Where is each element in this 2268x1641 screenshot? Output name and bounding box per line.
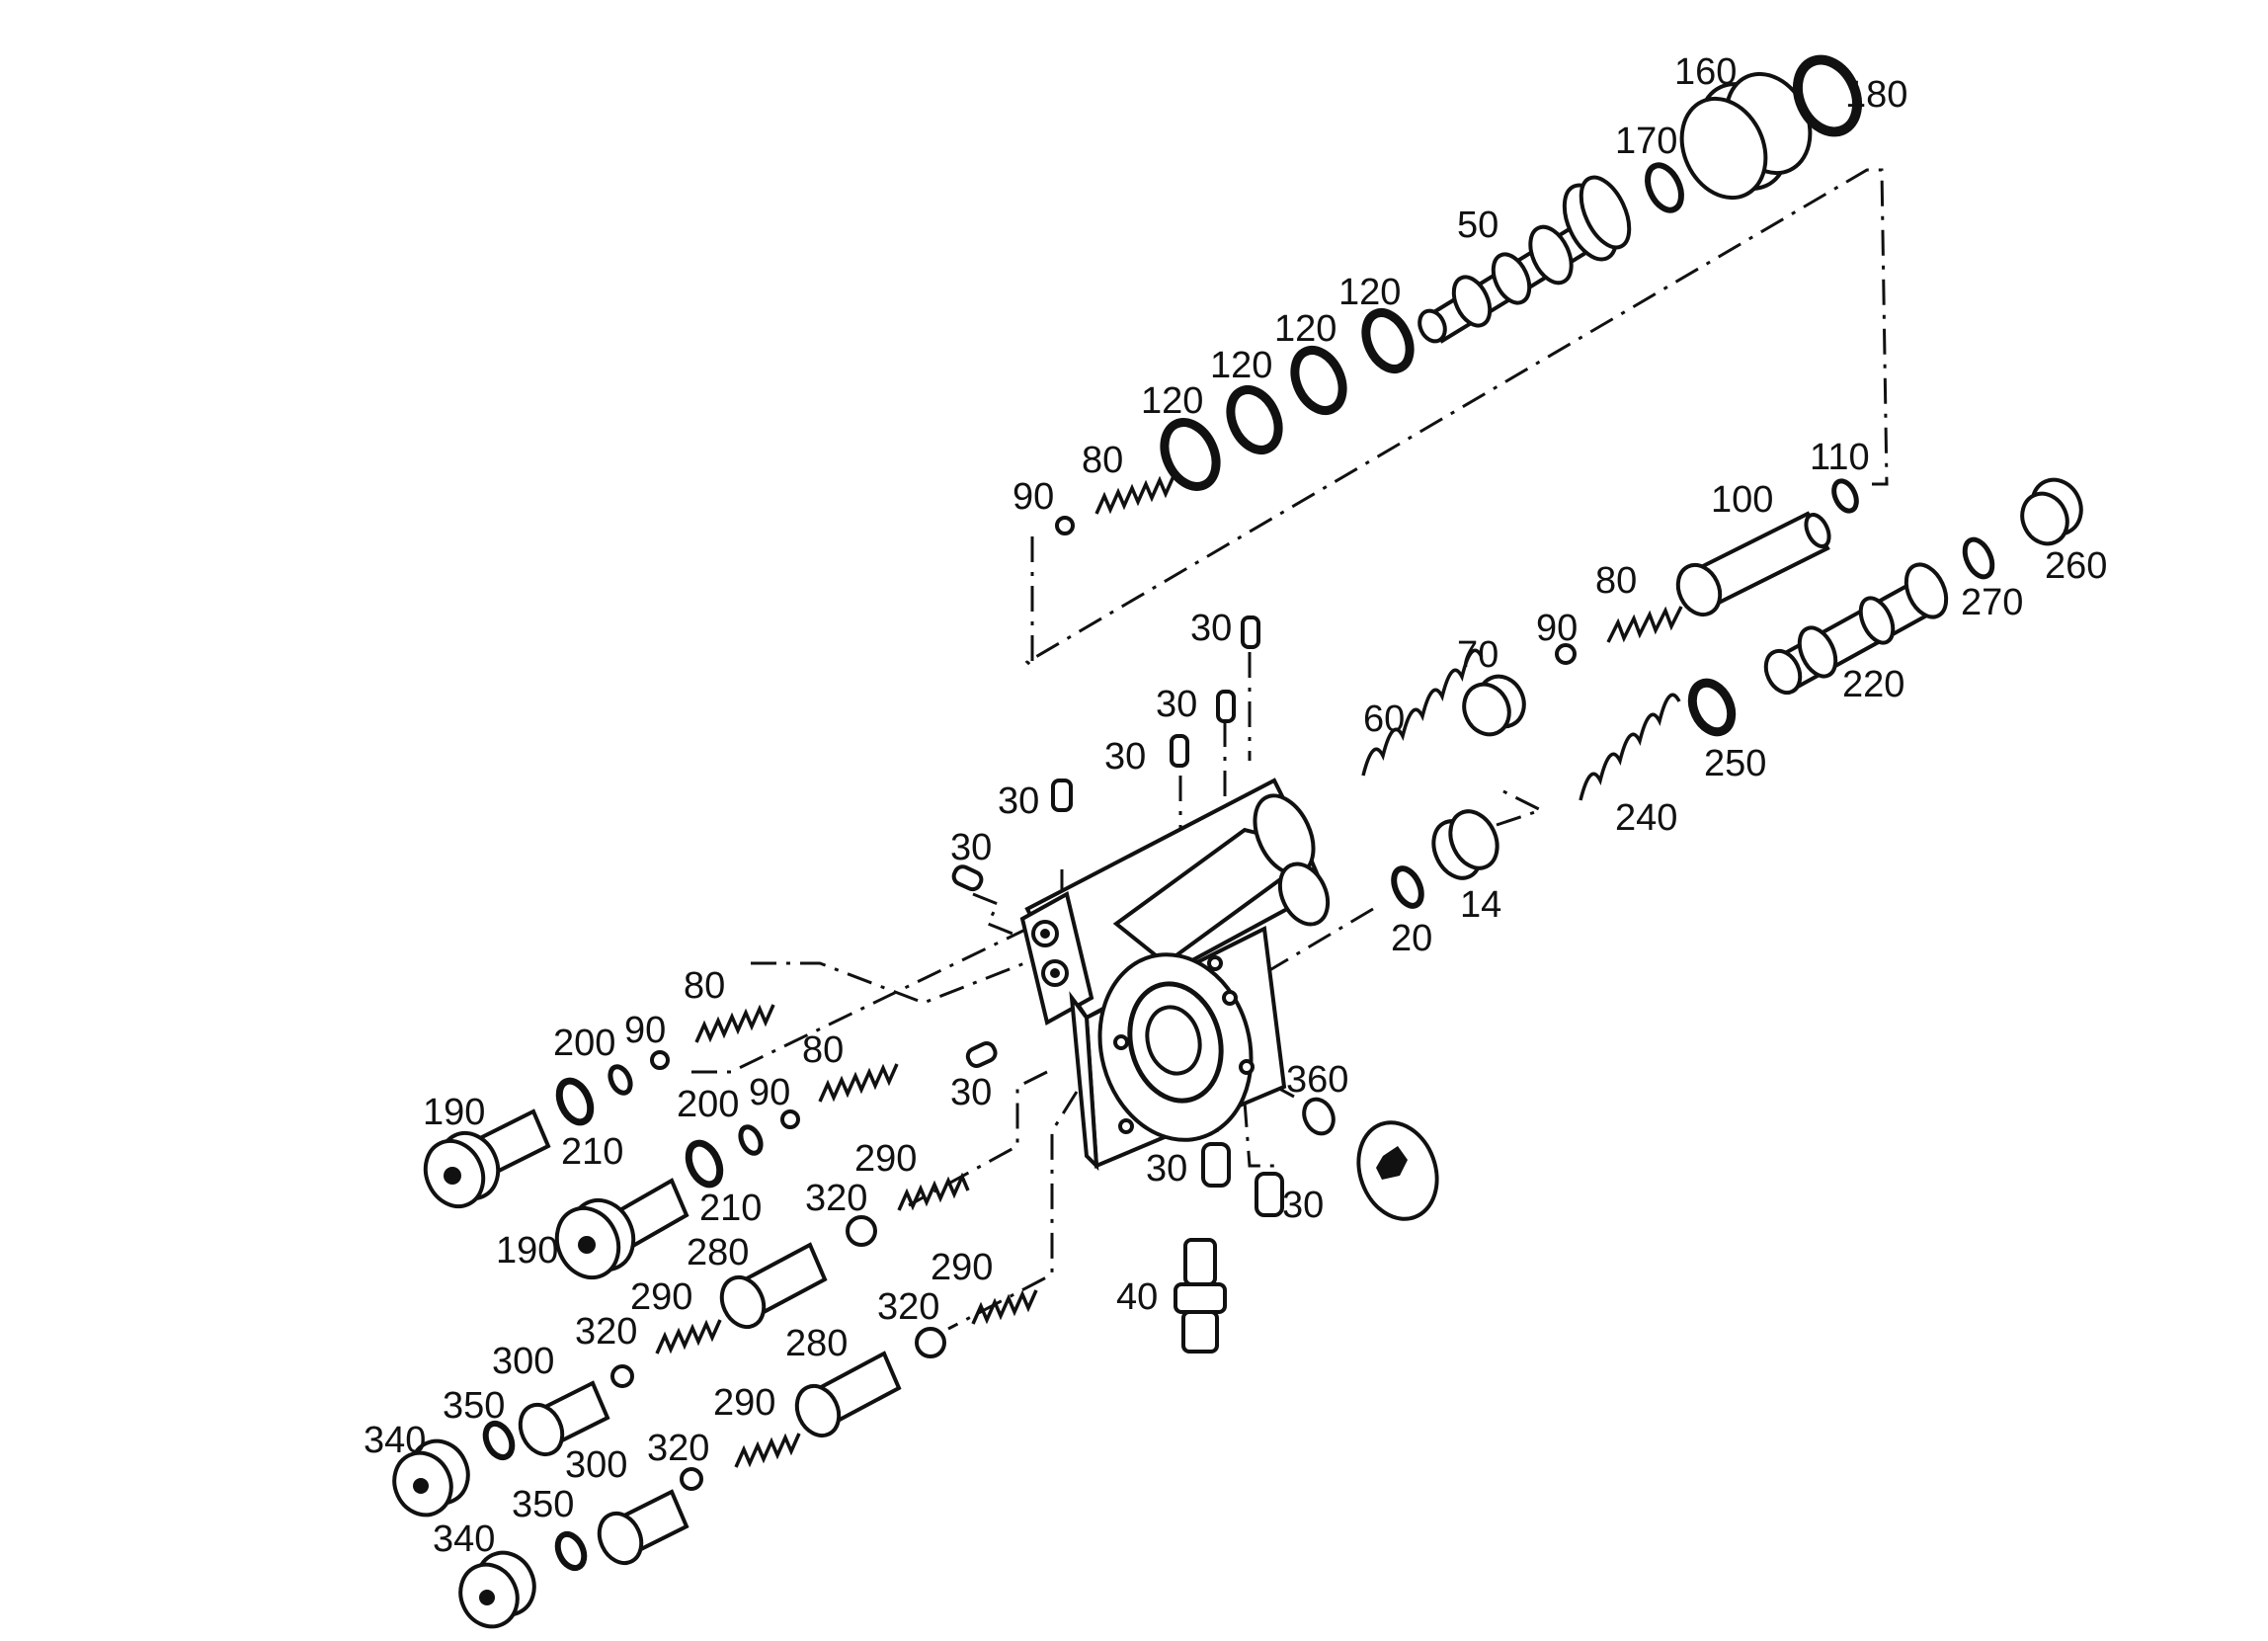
plug-part-260: [2020, 477, 2083, 546]
callout-label: 270: [1961, 582, 2023, 623]
seal-rings-part-120: [1160, 308, 1415, 491]
callout-label: 300: [565, 1444, 627, 1486]
callout-label: 30: [1146, 1148, 1187, 1190]
callout-label: 30: [1156, 684, 1197, 725]
callout-label: 120: [1274, 308, 1336, 350]
callout-label: 120: [1141, 380, 1203, 422]
ball-part-90-right: [1555, 643, 1577, 665]
callout-label: 90: [749, 1072, 790, 1113]
sleeve-part-100: [1675, 511, 1831, 617]
callout-label: 80: [1082, 440, 1123, 481]
callout-label: 60: [1363, 698, 1405, 740]
callout-label: 30: [950, 827, 992, 868]
callout-label: 170: [1615, 121, 1677, 162]
callout-label: 350: [443, 1385, 505, 1427]
callout-label: 180: [1845, 74, 1907, 116]
callout-label: 290: [630, 1276, 692, 1318]
callout-label: 290: [854, 1138, 917, 1180]
callout-label: 200: [553, 1023, 615, 1064]
callout-label: 280: [687, 1232, 749, 1273]
callout-label: 290: [931, 1247, 993, 1288]
callout-label: 90: [624, 1010, 666, 1051]
callout-label: 30: [1190, 608, 1232, 649]
ring-part-110: [1831, 478, 1859, 514]
callout-label: 320: [877, 1286, 939, 1328]
spring-part-60: [1361, 648, 1484, 777]
callout-label: 100: [1711, 479, 1773, 521]
callout-label: 340: [433, 1518, 495, 1560]
ring-part-20: [1391, 865, 1424, 909]
callout-label: 30: [1104, 736, 1146, 778]
callout-label: 260: [2045, 545, 2107, 587]
plug-parts-30: [951, 615, 1284, 1217]
callout-label: 360: [1286, 1059, 1348, 1101]
ring-part-250: [1687, 678, 1737, 737]
callout-label: 14: [1460, 884, 1501, 926]
callout-label: 30: [950, 1072, 992, 1113]
callout-label: 320: [805, 1178, 867, 1219]
callout-label: 210: [699, 1188, 762, 1229]
callout-label: 30: [1282, 1185, 1324, 1226]
callout-label: 110: [1810, 437, 1870, 478]
callout-label: 350: [512, 1484, 574, 1525]
callout-label: 250: [1704, 743, 1766, 784]
callout-label: 120: [1338, 272, 1401, 313]
rotor-part: [1356, 1120, 1439, 1221]
callout-label: 50: [1457, 205, 1498, 246]
shaft-part-50: [1418, 175, 1632, 344]
callout-label: 300: [492, 1341, 554, 1382]
callout-label: 190: [423, 1092, 485, 1133]
callout-label: 120: [1210, 345, 1272, 386]
fitting-part-40: [1174, 1238, 1227, 1354]
callout-label: 210: [561, 1131, 623, 1173]
callout-label: 80: [1595, 560, 1637, 602]
callout-labels: 160 180 170 50 120 120 120 120 80 90 110…: [364, 51, 2107, 1560]
callout-label: 90: [1012, 476, 1054, 518]
callout-label: 40: [1116, 1276, 1158, 1318]
ring-part-270: [1962, 536, 1995, 580]
gear-part-360: [1302, 1097, 1336, 1136]
plug-part-14: [1431, 809, 1499, 880]
springs-left: [655, 1004, 1038, 1468]
spring-part-80-right: [1606, 606, 1683, 643]
plugs-340: [392, 1438, 536, 1629]
spring-part-70: [1462, 674, 1526, 737]
cover-part-160: [1679, 71, 1813, 201]
callout-label: 340: [364, 1420, 426, 1461]
valve-housing: [1019, 778, 1331, 1172]
ring-part-170: [1645, 162, 1684, 213]
callout-label: 70: [1457, 634, 1498, 676]
callout-label: 80: [684, 965, 725, 1007]
rings-left: [482, 1064, 764, 1572]
ring-part-180: [1792, 54, 1863, 137]
balls-left: [610, 1050, 946, 1491]
callout-label: 30: [998, 780, 1039, 822]
valve-bodies-190: [423, 1108, 689, 1280]
callout-label: 20: [1391, 918, 1432, 959]
spring-part-80-top: [1094, 475, 1175, 515]
callout-label: 190: [496, 1230, 558, 1272]
callout-label: 80: [802, 1029, 844, 1071]
callout-label: 160: [1674, 51, 1737, 93]
callout-label: 220: [1842, 664, 1904, 705]
pistons-280-300: [518, 1242, 902, 1566]
callout-label: 280: [785, 1323, 848, 1364]
spool-part-220: [1763, 562, 1949, 696]
callout-label: 200: [677, 1084, 739, 1125]
callout-label: 290: [713, 1382, 775, 1424]
callout-label: 90: [1536, 608, 1578, 649]
ball-part-90-top: [1055, 516, 1075, 535]
callout-label: 240: [1615, 797, 1677, 839]
callout-label: 320: [647, 1428, 709, 1469]
callout-label: 320: [575, 1311, 637, 1353]
spring-part-240: [1579, 693, 1681, 801]
